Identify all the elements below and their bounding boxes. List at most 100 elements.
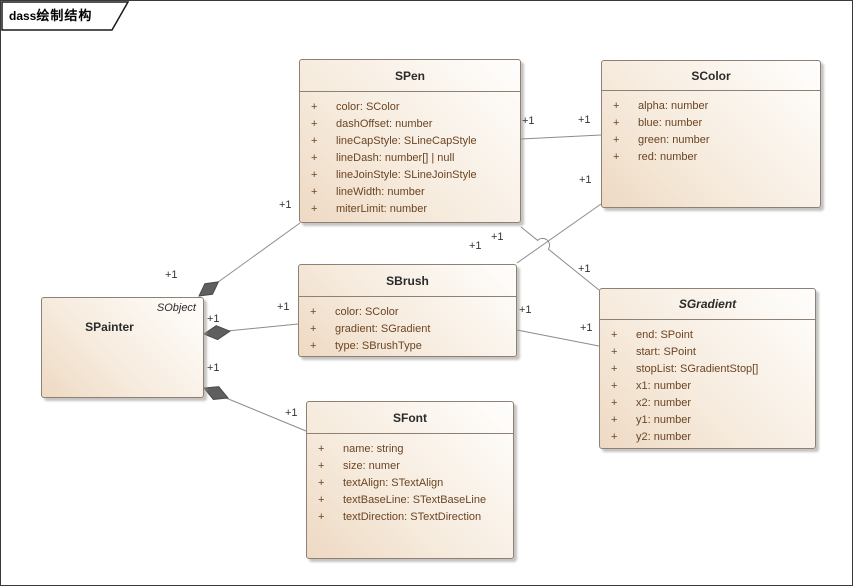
attribute-row: + size: numer: [307, 458, 513, 475]
attribute-row: +start: SPoint: [600, 344, 815, 361]
multiplicity-label: +1: [469, 240, 482, 252]
attribute-signature: lineJoinStyle: SLineJoinStyle: [336, 169, 477, 181]
attribute-signature: color: SColor: [335, 306, 399, 318]
composition-diamond-sfont: [203, 386, 229, 401]
visibility-symbol: +: [611, 414, 618, 426]
multiplicity-label: +1: [165, 269, 178, 281]
attribute-signature: size: numer: [343, 460, 400, 472]
attribute-signature: end: SPoint: [636, 329, 693, 341]
multiplicity-label: +1: [579, 174, 592, 186]
attribute-row: + end: SPoint: [600, 327, 815, 344]
class-sfont-attributes: +name: string +size: numer +textAlign: S…: [307, 434, 513, 526]
attribute-row: + lineJoinStyle: SLineJoinStyle: [300, 167, 520, 184]
attribute-signature: type: SBrushType: [335, 340, 422, 352]
attribute-row: +stopList: SGradientStop[]: [600, 361, 815, 378]
attribute-row: +gradient: SGradient: [299, 321, 516, 338]
multiplicity-label: +1: [578, 114, 591, 126]
class-sgradient-attributes: + end: SPoint +start: SPoint +stopList: S…: [600, 320, 815, 446]
attribute-row: +color: SColor: [300, 99, 520, 116]
class-spainter-title: SPainter: [85, 320, 134, 334]
composition-line-spainter-spen[interactable]: [213, 222, 301, 286]
attribute-signature: red: number: [638, 151, 698, 163]
visibility-symbol: +: [613, 100, 620, 112]
composition-diamond-spen: [198, 281, 220, 297]
attribute-signature: textDirection: STextDirection: [343, 511, 482, 523]
visibility-symbol: +: [318, 511, 325, 523]
visibility-symbol: +: [318, 460, 325, 472]
attribute-signature: green: number: [638, 134, 710, 146]
visibility-symbol: +: [611, 346, 618, 358]
diagram-tab: [1, 1, 130, 31]
multiplicity-label: +1: [207, 313, 220, 325]
visibility-symbol: +: [310, 323, 317, 335]
visibility-symbol: +: [311, 152, 318, 164]
multiplicity-label: +1: [279, 199, 292, 211]
tab-title-prefix: dass: [9, 9, 37, 23]
composition-line-spainter-sbrush[interactable]: [226, 323, 299, 332]
attribute-row: +lineWidth: number: [300, 184, 520, 201]
class-scolor[interactable]: SColor +alpha: number +blue: number +gre…: [601, 60, 821, 208]
attribute-signature: x1: number: [636, 380, 692, 392]
multiplicity-label: +1: [207, 362, 220, 374]
class-sgradient[interactable]: SGradient + end: SPoint +start: SPoint +s…: [599, 288, 816, 449]
attribute-signature: alpha: number: [638, 100, 709, 112]
visibility-symbol: +: [613, 151, 620, 163]
class-spen[interactable]: SPen +color: SColor +dashOffset: number …: [299, 59, 521, 223]
attribute-row: +lineCapStyle: SLineCapStyle: [300, 133, 520, 150]
attribute-signature: lineCapStyle: SLineCapStyle: [336, 135, 477, 147]
class-spainter[interactable]: SObject SPainter: [41, 297, 204, 398]
visibility-symbol: +: [318, 443, 325, 455]
class-spen-title: SPen: [300, 60, 520, 92]
association-line-spen-sgradient[interactable]: [520, 226, 600, 291]
visibility-symbol: +: [311, 169, 318, 181]
visibility-symbol: +: [311, 203, 318, 215]
visibility-symbol: +: [311, 118, 318, 130]
multiplicity-label: +1: [285, 407, 298, 419]
multiplicity-label: +1: [519, 304, 532, 316]
class-spainter-stereotype: SObject: [156, 302, 196, 314]
attribute-row: + textDirection: STextDirection: [307, 509, 513, 526]
class-sfont[interactable]: SFont +name: string +size: numer +textAl…: [306, 401, 514, 559]
class-spen-attributes: +color: SColor +dashOffset: number +line…: [300, 92, 520, 218]
attribute-row: +blue: number: [602, 115, 820, 132]
multiplicity-label: +1: [277, 301, 290, 313]
visibility-symbol: +: [310, 306, 317, 318]
multiplicity-label: +1: [491, 231, 504, 243]
class-sbrush[interactable]: SBrush + color: SColor +gradient: SGradie…: [298, 264, 517, 357]
association-line-sbrush-sgradient[interactable]: [516, 329, 600, 347]
attribute-signature: color: SColor: [336, 101, 400, 113]
class-sbrush-attributes: + color: SColor +gradient: SGradient + typ…: [299, 297, 516, 355]
multiplicity-label: +1: [522, 115, 535, 127]
attribute-signature: y1: number: [636, 414, 692, 426]
attribute-row: + green: number: [602, 132, 820, 149]
visibility-symbol: +: [613, 134, 620, 146]
visibility-symbol: +: [611, 363, 618, 375]
visibility-symbol: +: [611, 329, 618, 341]
association-line-sbrush-scolor[interactable]: [516, 203, 602, 264]
visibility-symbol: +: [613, 117, 620, 129]
composition-diamond-sbrush: [202, 325, 231, 341]
attribute-row: +dashOffset: number: [300, 116, 520, 133]
attribute-signature: textAlign: STextAlign: [343, 477, 444, 489]
attribute-signature: lineDash: number[] | null: [336, 152, 455, 164]
multiplicity-label: +1: [580, 322, 593, 334]
composition-line-spainter-sfont[interactable]: [225, 397, 307, 432]
attribute-row: +miterLimit: number: [300, 201, 520, 218]
attribute-signature: x2: number: [636, 397, 692, 409]
visibility-symbol: +: [310, 340, 317, 352]
class-sgradient-title: SGradient: [600, 289, 815, 320]
attribute-row: + lineDash: number[] | null: [300, 150, 520, 167]
association-line-spen-scolor[interactable]: [520, 134, 602, 140]
attribute-row: + y1: number: [600, 412, 815, 429]
attribute-row: +x2: number: [600, 395, 815, 412]
class-sfont-title: SFont: [307, 402, 513, 434]
attribute-signature: y2: number: [636, 431, 692, 443]
diagram-tab-title: dass绘制结构: [9, 7, 92, 25]
attribute-row: +x1: number: [600, 378, 815, 395]
attribute-row: +textBaseLine: STextBaseLine: [307, 492, 513, 509]
multiplicity-label: +1: [578, 263, 591, 275]
class-sbrush-title: SBrush: [299, 265, 516, 297]
visibility-symbol: +: [611, 431, 618, 443]
